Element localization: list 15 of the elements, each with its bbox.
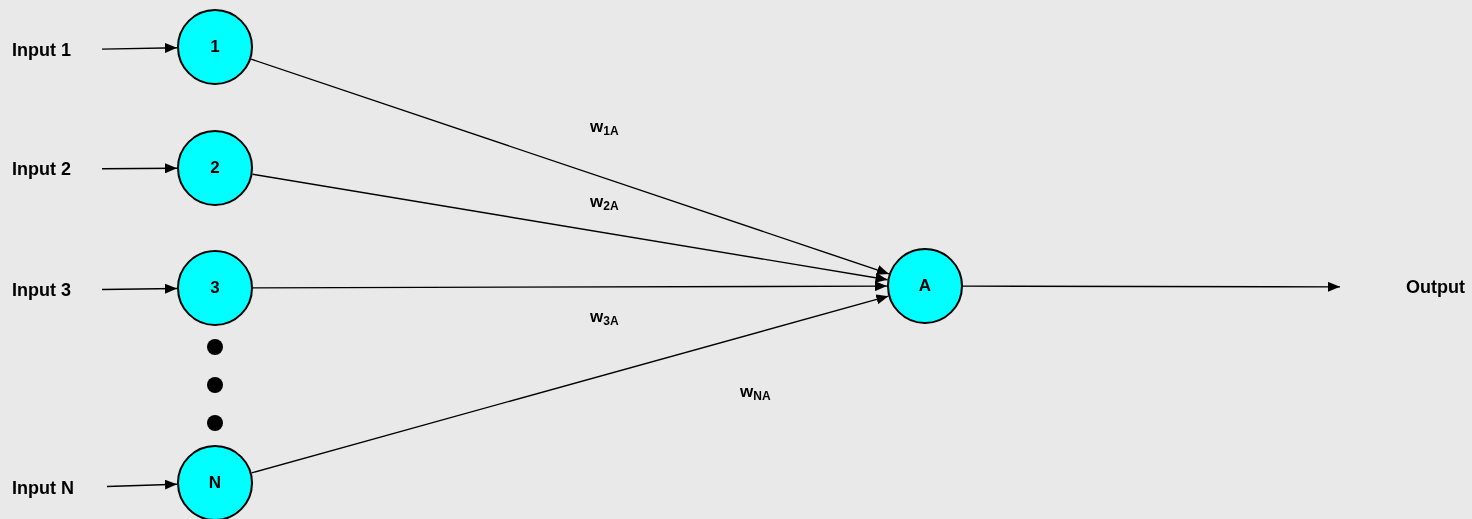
edge-label: w$_{NA}$ bbox=[740, 383, 771, 400]
arrow bbox=[101, 163, 178, 174]
arrow bbox=[106, 479, 178, 490]
input-label: Input 1 bbox=[12, 36, 102, 64]
arrow bbox=[101, 283, 178, 294]
input-label: Input N bbox=[12, 474, 107, 502]
edge-label: w$_{3A}$ bbox=[590, 308, 619, 325]
arrow bbox=[252, 281, 888, 292]
edge-label: w$_{2A}$ bbox=[590, 193, 619, 210]
arrow bbox=[101, 42, 178, 53]
arrow bbox=[962, 281, 1341, 292]
edge-label: w$_{1A}$ bbox=[590, 118, 619, 135]
input-label: Input 3 bbox=[12, 276, 102, 304]
input-label: Input 2 bbox=[12, 155, 102, 183]
input-label: Output bbox=[1340, 273, 1465, 301]
